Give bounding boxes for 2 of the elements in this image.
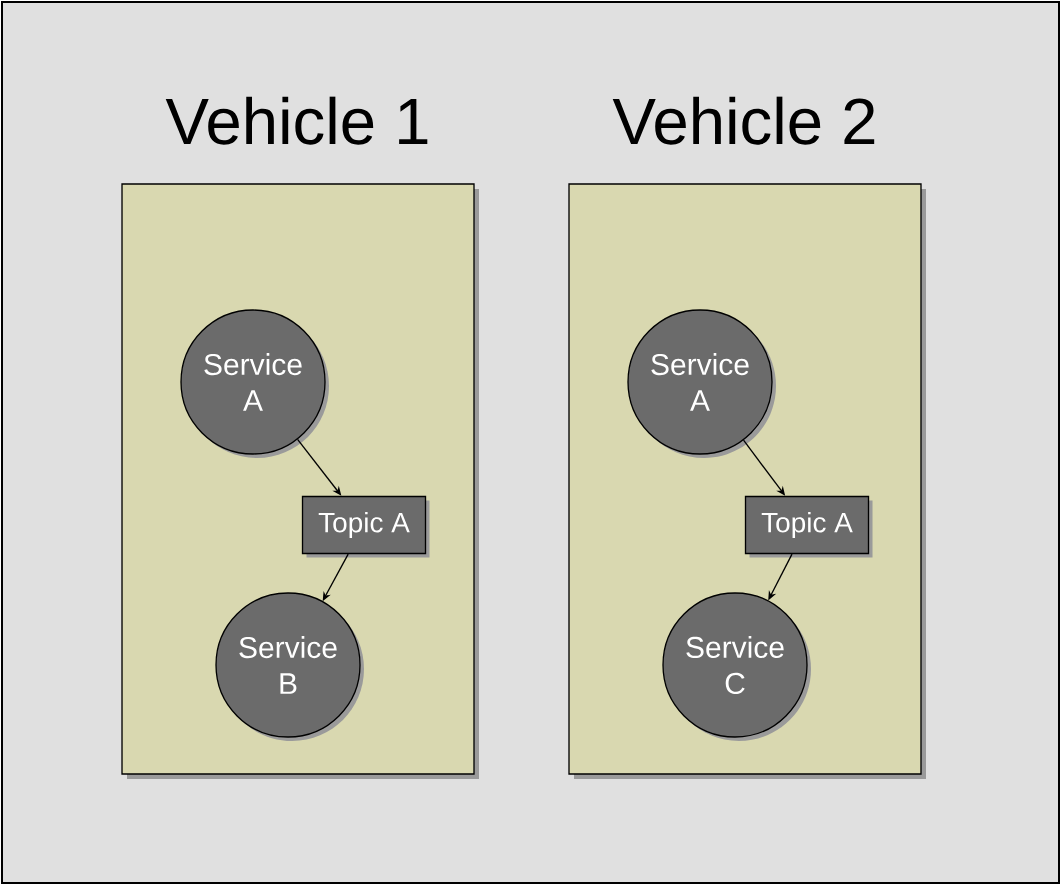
heading: Vehicle 2 (612, 96, 875, 145)
heading: Vehicle 1 (165, 96, 428, 145)
